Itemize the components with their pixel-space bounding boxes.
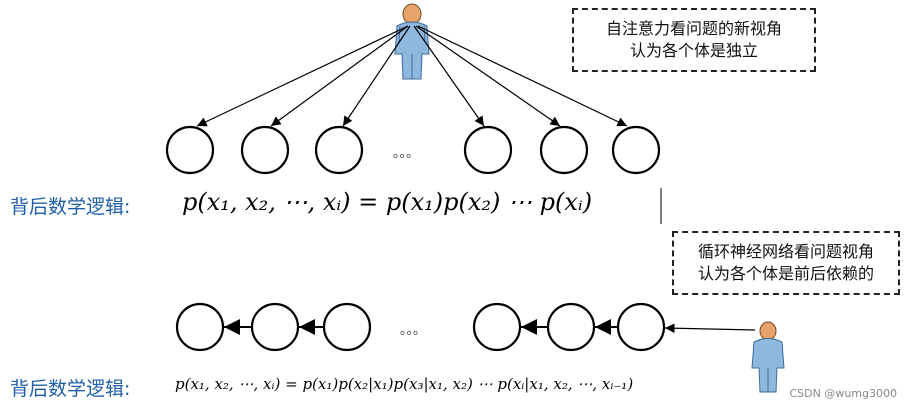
top-formula: p(x₁, x₂, ⋯, xᵢ) = p(x₁)p(x₂) ⋯ p(xᵢ) xyxy=(182,188,592,216)
top-node xyxy=(242,127,288,173)
top-node xyxy=(465,127,511,173)
bottom-logic-label: 背后数学逻辑: xyxy=(10,374,130,401)
csdn-watermark: CSDN @wumg3000 xyxy=(789,387,897,400)
top-node xyxy=(167,127,213,173)
top-node xyxy=(316,127,362,173)
top-node xyxy=(541,127,587,173)
top-node xyxy=(613,127,659,173)
top-logic-label: 背后数学逻辑: xyxy=(10,192,130,219)
bottom-node xyxy=(474,304,520,350)
bottom-callout: 循环神经网络看问题视角 认为各个体是前后依赖的 xyxy=(672,231,900,295)
top-ellipsis: 。。。 xyxy=(393,146,419,161)
top-callout-line-1: 自注意力看问题的新视角 xyxy=(574,18,814,40)
top-arrow-2 xyxy=(271,26,408,126)
bottom-ellipsis: 。。。 xyxy=(400,323,426,338)
bottom-callout-line-1: 循环神经网络看问题视角 xyxy=(674,241,898,263)
top-callout: 自注意力看问题的新视角 认为各个体是独立 xyxy=(572,8,816,72)
bottom-formula: p(x₁, x₂, ⋯, xᵢ) = p(x₁)p(x₂|x₁)p(x₃|x₁,… xyxy=(175,375,633,393)
bottom-node xyxy=(324,304,370,350)
bottom-person-icon xyxy=(752,322,784,392)
bottom-node xyxy=(548,304,594,350)
top-arrow-5 xyxy=(416,26,560,126)
bottom-callout-line-2: 认为各个体是前后依赖的 xyxy=(674,263,898,285)
top-callout-line-2: 认为各个体是独立 xyxy=(574,40,814,62)
bottom-node xyxy=(618,304,664,350)
bottom-node xyxy=(177,304,223,350)
bottom-arrow-from-person xyxy=(665,328,755,330)
bottom-node xyxy=(252,304,298,350)
